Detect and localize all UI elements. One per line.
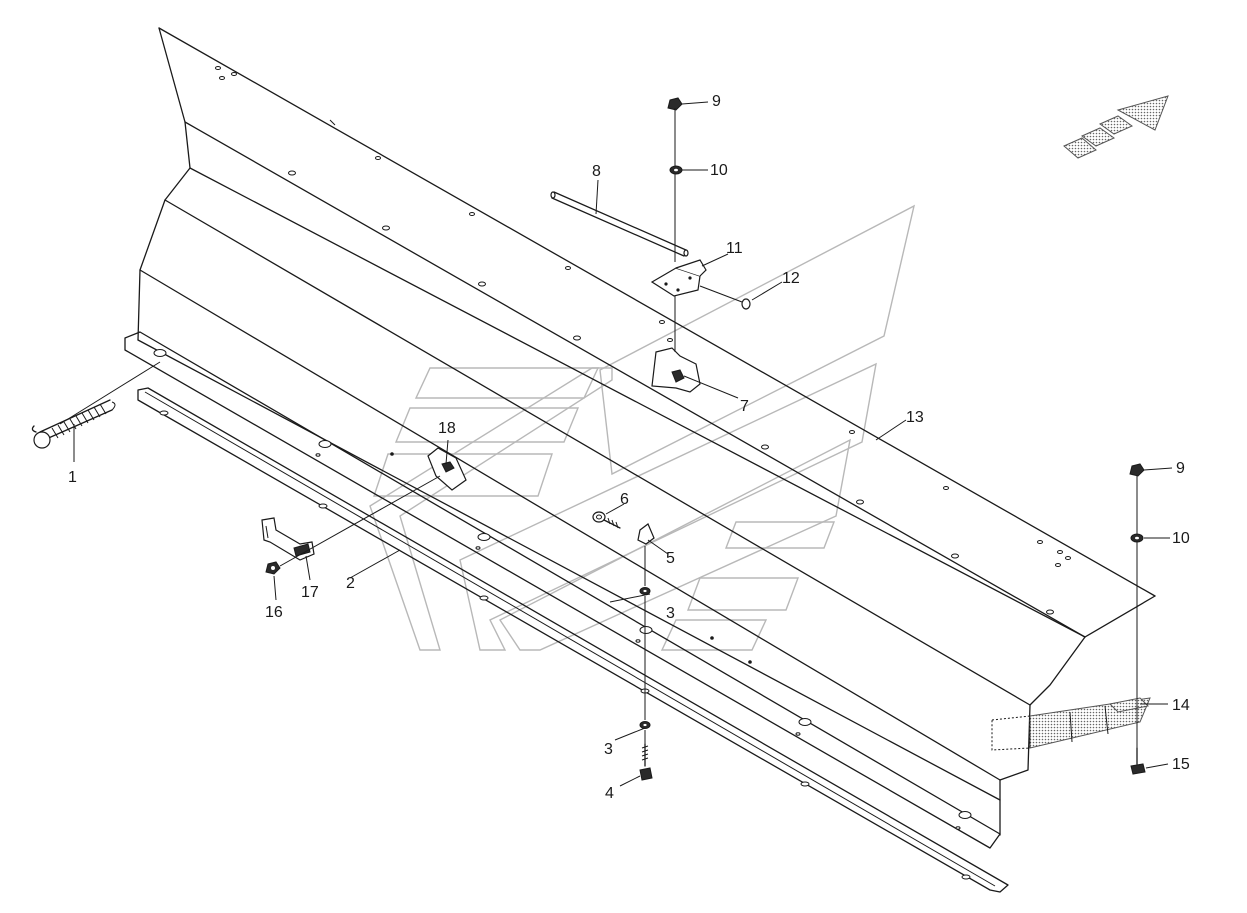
callout-16: 16 [265,604,283,621]
callout-13: 13 [906,409,924,426]
watermark-logo [369,204,916,651]
part-14-plate [1108,697,1150,713]
assembly-lines [59,108,1138,766]
callout-11: 11 [726,240,743,257]
callout-2: 2 [346,575,355,592]
plate-holes [215,66,1071,830]
rubber-strip [137,387,1009,893]
guard-plate [137,27,1156,836]
clamp-plate-part-18 [427,447,467,491]
rod-part-8 [550,191,689,257]
callout-7: 7 [740,398,749,415]
callout-9-top: 9 [712,93,721,110]
callout-14: 14 [1172,697,1190,714]
callout-10-top: 10 [710,162,728,179]
callout-3-lower: 3 [604,741,613,758]
callout-15: 15 [1172,756,1190,773]
leader-lines [73,101,1173,787]
handle-part-17 [261,517,315,561]
callout-18: 18 [438,420,456,437]
callout-10-right: 10 [1172,530,1190,547]
nut-16-bore [271,566,275,570]
direction-arrow-icon [1063,95,1169,159]
eye-bolt-part-6 [592,511,621,529]
clip-part-5 [637,523,655,545]
callout-12: 12 [782,270,800,287]
callout-5: 5 [666,550,675,567]
callout-4: 4 [605,785,614,802]
hinge-part-11 [650,259,707,297]
callout-8: 8 [592,163,601,180]
mounting-rail [124,331,1001,849]
spring-part-1 [31,399,116,449]
callout-6: 6 [620,491,629,508]
callout-9-right: 9 [1176,460,1185,477]
callout-labels: 1 2 3 3 4 5 6 7 8 9 9 10 10 11 12 13 14 … [68,93,1190,802]
bracket-part-7 [651,347,701,393]
callout-1: 1 [68,469,77,486]
ring-part-12 [741,298,751,310]
callout-3-upper: 3 [666,605,675,622]
callout-17: 17 [301,584,319,601]
